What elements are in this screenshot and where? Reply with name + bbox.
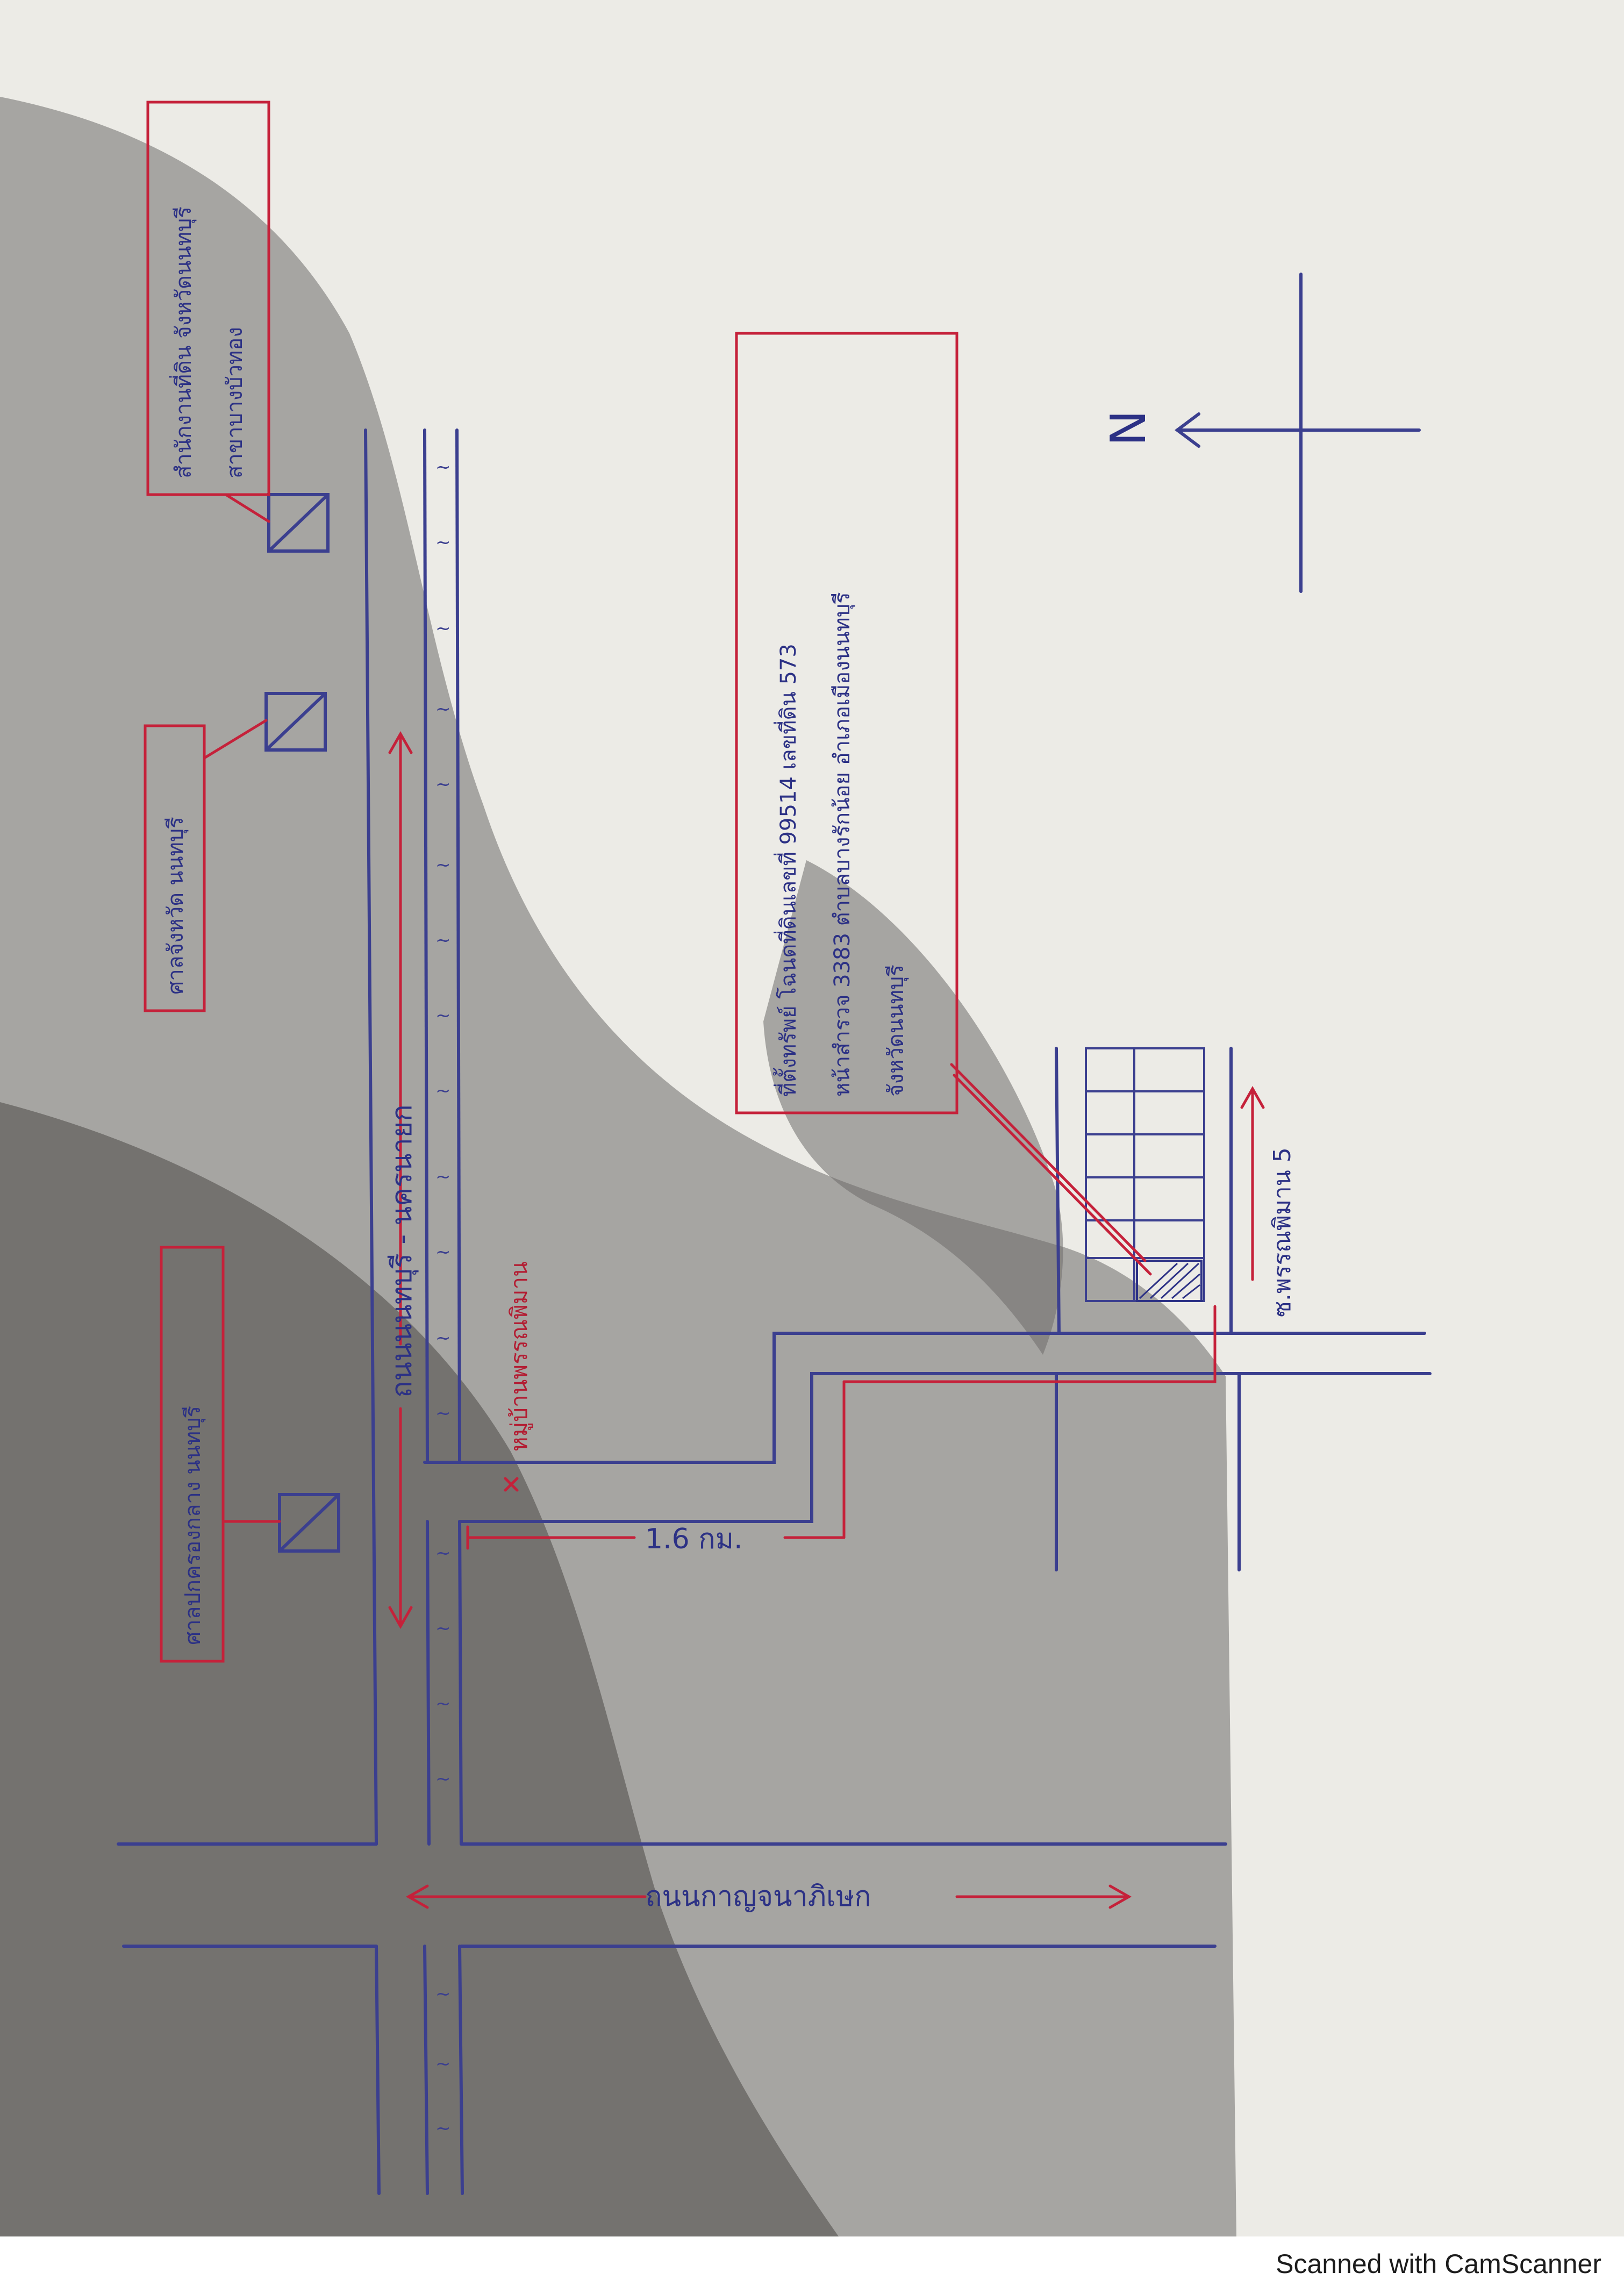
- admin-court-label: ศาลปกครองกลาง นนทบุรี: [181, 1406, 206, 1645]
- svg-text:~: ~: [435, 532, 451, 553]
- main-road-label: ถนนนนทบุรี - นครนายก: [386, 1104, 419, 1398]
- hand-drawn-map: ~ ~ ~ ~ ~ ~ ~ ~ ~ ~ ~ ~ ~ ~ ~ ~ ~ ~ ~ ~: [0, 97, 1432, 2236]
- alley-label: ซ.พรรณพิมาน 5: [1269, 1147, 1296, 1317]
- svg-text:~: ~: [435, 774, 451, 795]
- svg-text:~: ~: [435, 2053, 451, 2075]
- svg-text:~: ~: [435, 1241, 451, 1263]
- svg-text:~: ~: [435, 1542, 451, 1564]
- housing-plots: [1085, 1047, 1205, 1302]
- svg-text:~: ~: [435, 1327, 451, 1349]
- alley-road: [1055, 1047, 1241, 1571]
- svg-text:~: ~: [435, 1983, 451, 2005]
- svg-text:~: ~: [435, 618, 451, 639]
- provincial-court-label: ศาลจังหวัด นนทบุรี: [163, 817, 189, 995]
- village-road-label: หมู่บ้านพรรณพิมาน: [506, 1261, 533, 1452]
- property-text-line3: จังหวัดนนทบุรี: [884, 964, 909, 1097]
- land-office-label-line2: สาขาบางบัวทอง: [223, 327, 247, 478]
- scanned-map-page: ~ ~ ~ ~ ~ ~ ~ ~ ~ ~ ~ ~ ~ ~ ~ ~ ~ ~ ~ ~: [0, 0, 1624, 2236]
- property-text-line1: ที่ตั้งทรัพย์ โฉนดที่ดินเลขที่ 99514 เลข…: [772, 644, 801, 1097]
- svg-text:~: ~: [435, 1618, 451, 1639]
- property-text-line2: หน้าสำรวจ 3383 ตำบลบางรักน้อย อำเภอเมือง…: [830, 592, 855, 1097]
- svg-text:~: ~: [435, 2118, 451, 2139]
- svg-text:~: ~: [435, 1768, 451, 1790]
- land-office-label-line1: สำนักงานที่ดิน จังหวัดนนทบุรี: [169, 206, 197, 478]
- svg-text:~: ~: [435, 1080, 451, 1102]
- scan-footer: Scanned with CamScanner: [0, 2236, 1624, 2294]
- photo-shadows: [0, 97, 1236, 2236]
- property-callout: [735, 332, 1152, 1276]
- north-label: N: [1100, 410, 1157, 446]
- svg-text:~: ~: [435, 1166, 451, 1188]
- village-road: [423, 1332, 1432, 1523]
- distance-label: 1.6 กม.: [645, 1523, 743, 1555]
- property-hatched-plot: [1136, 1260, 1203, 1302]
- main-road: [364, 428, 464, 2195]
- svg-text:~: ~: [435, 698, 451, 720]
- camscanner-watermark: Scanned with CamScanner: [1276, 2249, 1601, 2279]
- median-marks: ~ ~ ~ ~ ~ ~ ~ ~ ~ ~ ~ ~ ~ ~ ~ ~ ~ ~ ~ ~: [435, 456, 451, 2139]
- cross-road-label: ถนนกาญจนาภิเษก: [645, 1881, 871, 1913]
- road-arrows: [388, 731, 1265, 1909]
- north-arrow: [1175, 273, 1421, 593]
- svg-text:~: ~: [435, 1693, 451, 1714]
- svg-text:~: ~: [435, 456, 451, 478]
- svg-text:~: ~: [435, 854, 451, 876]
- svg-text:~: ~: [435, 930, 451, 951]
- svg-text:~: ~: [435, 1403, 451, 1424]
- cross-road: [117, 1842, 1227, 1948]
- svg-text:~: ~: [435, 1005, 451, 1026]
- landmark-callouts: [144, 101, 281, 1663]
